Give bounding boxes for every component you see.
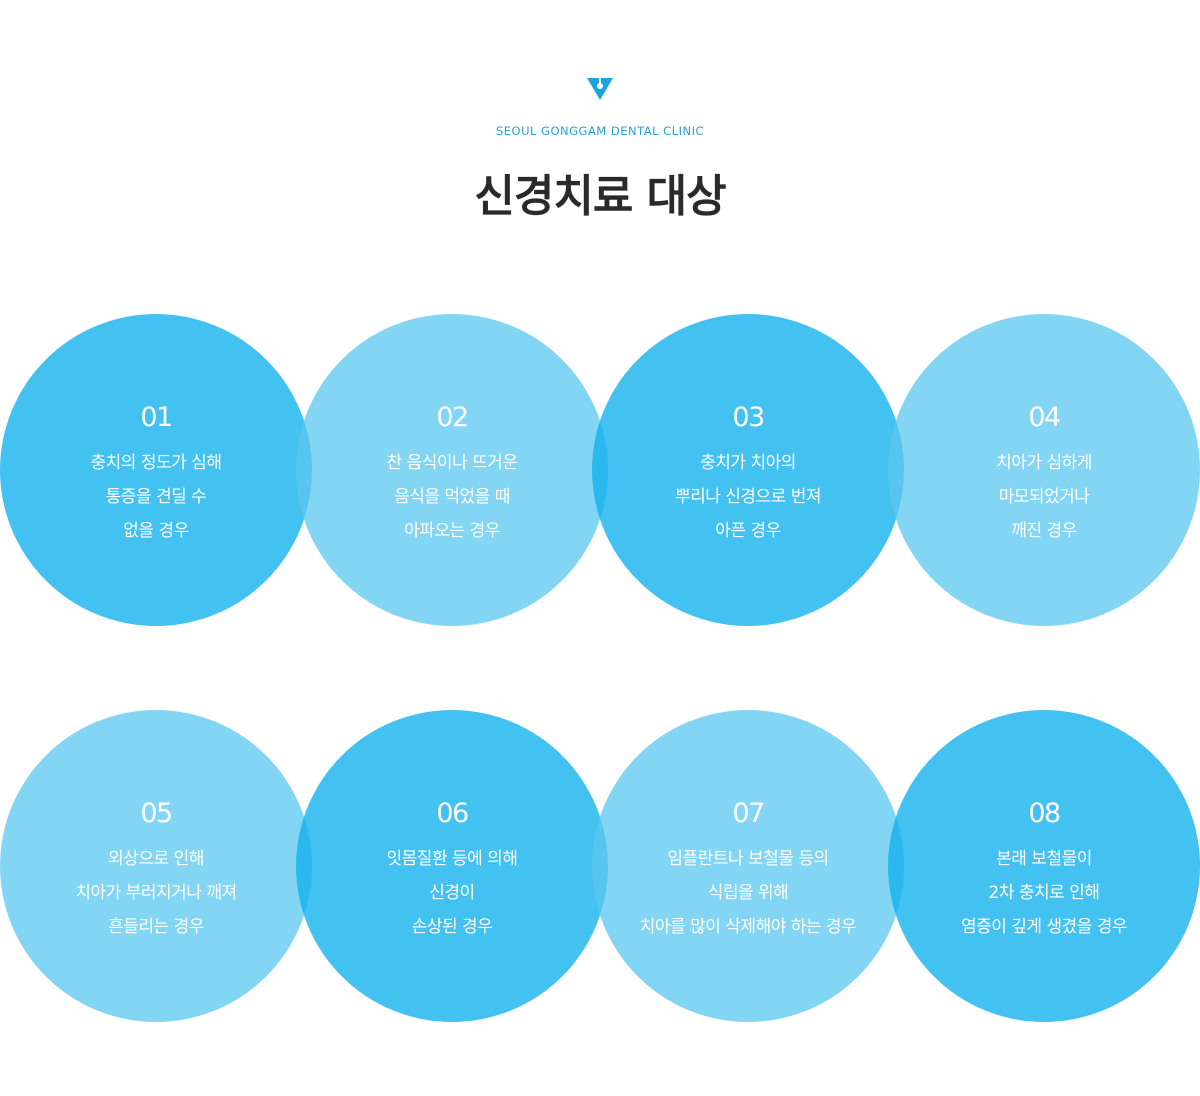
clinic-subtitle: SEOUL GONGGAM DENTAL CLINIC (495, 124, 705, 138)
case-line: 없을 경우 (123, 521, 189, 541)
case-circle-04: 04 치아가 심하게 마모되었거나 깨진 경우 (888, 314, 1200, 626)
case-line: 뿌리나 신경으로 번져 (674, 487, 822, 507)
case-line: 염증이 깊게 생겼을 경우 (960, 917, 1128, 937)
case-line: 마모되었거나 (998, 487, 1090, 507)
page-title: 신경치료 대상 (474, 171, 726, 222)
case-line: 흔들리는 경우 (108, 917, 204, 937)
case-number: 07 (732, 798, 765, 829)
case-description: 충치가 치아의 뿌리나 신경으로 번져 아픈 경우 (592, 446, 904, 548)
case-line: 치아를 많이 삭제해야 하는 경우 (639, 917, 857, 937)
case-number: 03 (732, 402, 765, 433)
case-circle-07: 07 임플란트나 보철물 등의 식립을 위해 치아를 많이 삭제해야 하는 경우 (592, 710, 904, 1022)
case-number: 04 (1028, 402, 1061, 433)
case-line: 치아가 심하게 (996, 453, 1092, 473)
case-circle-01: 01 충치의 정도가 심해 통증을 견딜 수 없을 경우 (0, 314, 312, 626)
case-description: 본래 보철물이 2차 충치로 인해 염증이 깊게 생겼을 경우 (888, 842, 1200, 944)
case-line: 충치의 정도가 심해 (90, 453, 222, 473)
case-description: 치아가 심하게 마모되었거나 깨진 경우 (888, 446, 1200, 548)
case-line: 식립을 위해 (707, 883, 789, 903)
case-number: 02 (436, 402, 469, 433)
case-description: 찬 음식이나 뜨거운 음식을 먹었을 때 아파오는 경우 (296, 446, 608, 548)
case-line: 찬 음식이나 뜨거운 (386, 453, 518, 473)
case-number: 08 (1028, 798, 1061, 829)
case-number: 06 (436, 798, 469, 829)
case-line: 잇몸질환 등에 의해 (386, 849, 518, 869)
case-circle-05: 05 외상으로 인해 치아가 부러지거나 깨져 흔들리는 경우 (0, 710, 312, 1022)
case-line: 아파오는 경우 (404, 521, 500, 541)
case-line: 깨진 경우 (1011, 521, 1077, 541)
case-circle-08: 08 본래 보철물이 2차 충치로 인해 염증이 깊게 생겼을 경우 (888, 710, 1200, 1022)
case-line: 본래 보철물이 (996, 849, 1092, 869)
case-line: 충치가 치아의 (700, 453, 796, 473)
tooth-v-icon (587, 78, 613, 100)
case-description: 잇몸질환 등에 의해 신경이 손상된 경우 (296, 842, 608, 944)
case-line: 신경이 (429, 883, 475, 903)
case-number: 05 (140, 798, 173, 829)
case-circle-06: 06 잇몸질환 등에 의해 신경이 손상된 경우 (296, 710, 608, 1022)
case-line: 치아가 부러지거나 깨져 (75, 883, 237, 903)
case-line: 아픈 경우 (715, 521, 781, 541)
case-line: 외상으로 인해 (108, 849, 204, 869)
case-circle-03: 03 충치가 치아의 뿌리나 신경으로 번져 아픈 경우 (592, 314, 904, 626)
case-line: 통증을 견딜 수 (105, 487, 207, 507)
case-line: 음식을 먹었을 때 (394, 487, 510, 507)
case-line: 손상된 경우 (411, 917, 493, 937)
case-line: 임플란트나 보철물 등의 (667, 849, 829, 869)
case-line: 2차 충치로 인해 (988, 883, 1100, 903)
case-number: 01 (140, 402, 173, 433)
case-circle-02: 02 찬 음식이나 뜨거운 음식을 먹었을 때 아파오는 경우 (296, 314, 608, 626)
case-description: 외상으로 인해 치아가 부러지거나 깨져 흔들리는 경우 (0, 842, 312, 944)
case-description: 충치의 정도가 심해 통증을 견딜 수 없을 경우 (0, 446, 312, 548)
case-description: 임플란트나 보철물 등의 식립을 위해 치아를 많이 삭제해야 하는 경우 (592, 842, 904, 944)
